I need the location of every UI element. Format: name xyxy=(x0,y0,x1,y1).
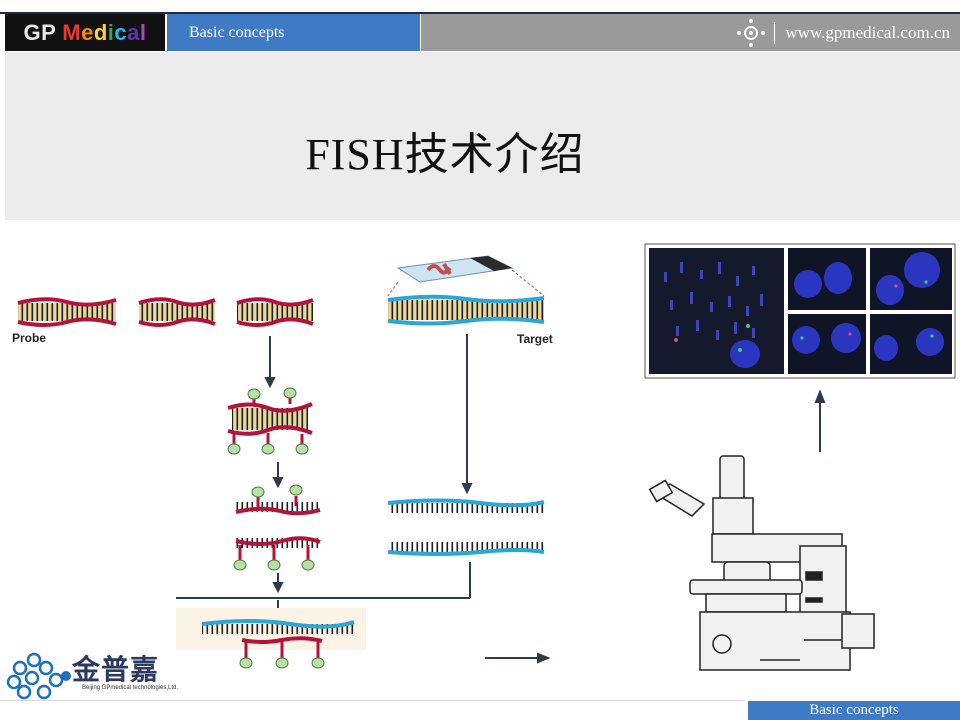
logo-prefix: GP xyxy=(23,19,57,45)
target-strand xyxy=(387,294,545,326)
logo-letter: a xyxy=(127,19,140,45)
logo-letter: l xyxy=(139,19,147,45)
probe-strand-1 xyxy=(17,297,117,327)
microscope-icon xyxy=(648,455,875,671)
probe-strand-3 xyxy=(236,297,314,327)
section-tab[interactable]: Basic concepts xyxy=(167,14,420,51)
logo-letter: d xyxy=(93,19,108,45)
slide-title: FISH技术介绍 xyxy=(305,130,585,179)
crosshair-icon xyxy=(737,18,766,47)
jinpujia-logo-icon xyxy=(6,652,71,700)
denatured-probe-upper xyxy=(235,484,321,516)
top-rule xyxy=(0,12,960,14)
labeled-probe xyxy=(227,387,313,455)
denatured-target-lower xyxy=(387,542,545,556)
logo-letter: i xyxy=(107,19,115,45)
brand-english-name: Beijing GPmedical technologies,Ltd. xyxy=(82,685,179,691)
gp-medical-logo: GP M e d i c a l xyxy=(5,14,165,51)
footer-rule xyxy=(0,700,745,701)
target-label: Target xyxy=(517,332,553,346)
header-separator xyxy=(774,21,776,44)
fish-process-diagram xyxy=(17,243,956,671)
logo-letter: c xyxy=(114,19,128,45)
title-band xyxy=(5,52,960,220)
hybridized-probe-target xyxy=(201,619,355,669)
probe-strand-2 xyxy=(138,297,216,327)
logo-letter: e xyxy=(81,19,94,45)
denatured-probe-lower xyxy=(233,536,321,571)
website-link[interactable]: www.gpmedical.com.cn xyxy=(785,22,950,42)
footer-tab[interactable]: Basic concepts xyxy=(748,701,960,720)
brand-chinese-name: 金普嘉 xyxy=(72,653,160,686)
fluorescence-image-panel xyxy=(644,243,956,379)
header-bar: GP M e d i c a l Basic concepts www.gpme… xyxy=(0,14,960,51)
probe-label: Probe xyxy=(12,331,47,345)
website-bar: www.gpmedical.com.cn xyxy=(421,14,960,51)
denatured-target-upper xyxy=(387,498,545,513)
glass-slide-icon xyxy=(387,255,545,297)
logo-letter: M xyxy=(62,19,82,45)
